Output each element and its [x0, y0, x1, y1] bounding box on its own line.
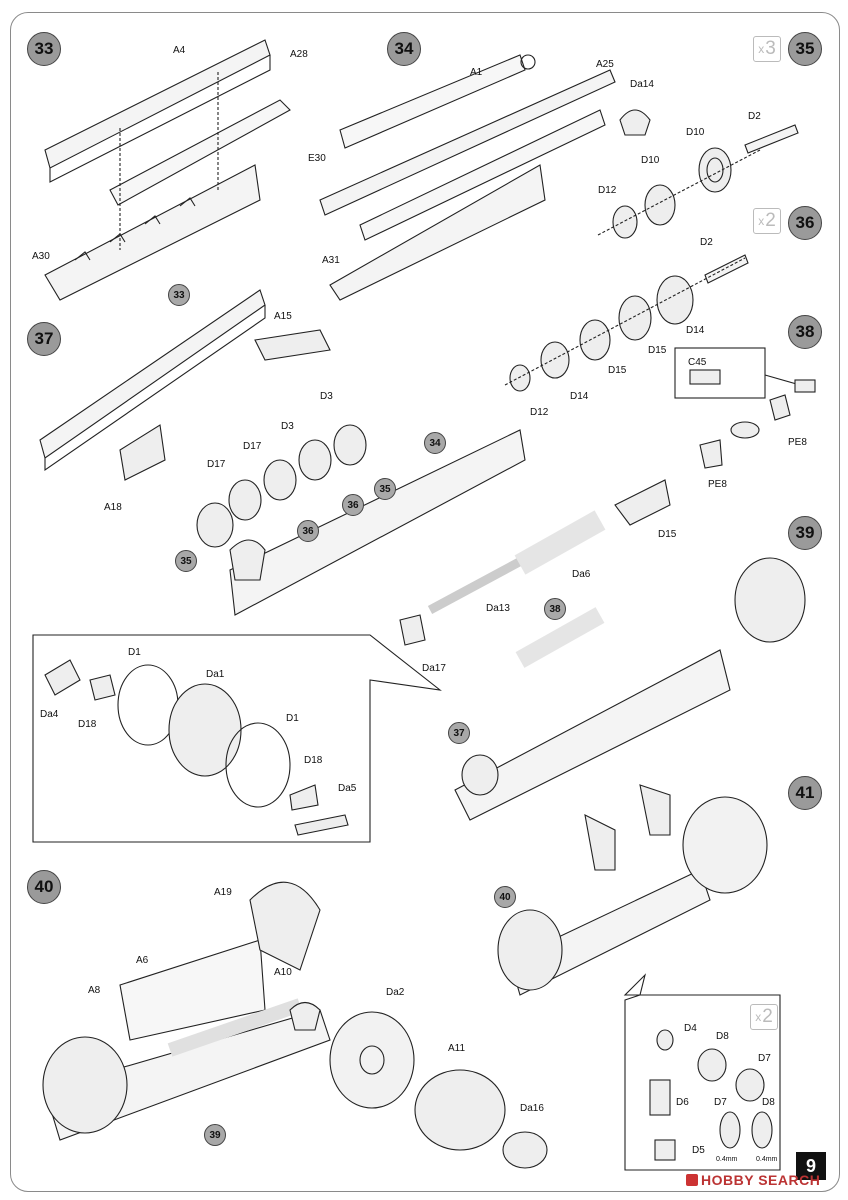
- part-label: D14: [570, 391, 589, 402]
- part-label: Da4: [40, 709, 59, 720]
- step-number-39: 39: [788, 516, 822, 550]
- hobby-search-logo-icon: [686, 1174, 698, 1186]
- step-number-37: 37: [27, 322, 61, 356]
- part-label: D1: [128, 647, 141, 658]
- part-label: D10: [686, 127, 705, 138]
- step-number-36: 36: [788, 206, 822, 240]
- part-label: E30: [308, 153, 326, 164]
- part-label: A10: [274, 967, 292, 978]
- part-label: D17: [207, 459, 226, 470]
- step41-assembly-drawing: [497, 784, 781, 1171]
- ref-step-35: 35: [175, 550, 197, 572]
- part-label: D15: [658, 529, 677, 540]
- part-label: Da5: [338, 783, 357, 794]
- watermark: HOBBY SEARCH: [686, 1172, 820, 1188]
- part-label: D15: [608, 365, 627, 376]
- ref-step-36: 36: [297, 520, 319, 542]
- part-label: PE8: [788, 437, 807, 448]
- part-label: Da1: [206, 669, 225, 680]
- ref-step-40: 40: [494, 886, 516, 908]
- part-label: A30: [32, 251, 50, 262]
- step-number-40: 40: [27, 870, 61, 904]
- step-number-34: 34: [387, 32, 421, 66]
- step40-assembly-drawing: [42, 881, 548, 1169]
- part-label: D12: [598, 185, 617, 196]
- step38-detail: [674, 347, 816, 469]
- wheel-detail-inset: [32, 634, 442, 843]
- part-label: D8: [716, 1031, 729, 1042]
- part-label: D7: [714, 1097, 727, 1108]
- step33-hull-side-drawing: [44, 39, 291, 301]
- ref-step-35: 35: [374, 478, 396, 500]
- part-label: D2: [700, 237, 713, 248]
- ref-step-33: 33: [168, 284, 190, 306]
- part-label: A28: [290, 49, 308, 60]
- page-border: [10, 12, 840, 1192]
- part-label: D18: [78, 719, 97, 730]
- part-label: C45: [688, 357, 707, 368]
- part-label: Da14: [630, 79, 654, 90]
- part-label: Da17: [422, 663, 446, 674]
- part-label: D3: [320, 391, 333, 402]
- part-label: D10: [641, 155, 660, 166]
- step39-assembly-drawing: [454, 557, 806, 821]
- part-label: A19: [214, 887, 232, 898]
- part-label: D1: [286, 713, 299, 724]
- part-label: D17: [243, 441, 262, 452]
- step-number-33: 33: [27, 32, 61, 66]
- part-label: A15: [274, 311, 292, 322]
- step-number-35: 35: [788, 32, 822, 66]
- part-label: A11: [448, 1043, 466, 1054]
- part-label: Da13: [486, 603, 510, 614]
- step35-axle-wheels: [597, 124, 799, 239]
- step34-hull-side-drawing: [319, 54, 651, 301]
- spring-assembly: [399, 479, 671, 646]
- part-label: A31: [322, 255, 340, 266]
- gap-note: 0.4mm: [756, 1156, 778, 1163]
- part-label: D14: [686, 325, 705, 336]
- part-label: PE8: [708, 479, 727, 490]
- part-label: D2: [748, 111, 761, 122]
- part-label: A6: [136, 955, 149, 966]
- part-label: A1: [470, 67, 483, 78]
- page-number: 9: [796, 1152, 826, 1180]
- part-label: A4: [173, 45, 186, 56]
- part-label: D4: [684, 1023, 697, 1034]
- part-label: D12: [530, 407, 549, 418]
- part-label: D5: [692, 1145, 705, 1156]
- part-label: D8: [762, 1097, 775, 1108]
- ref-step-39: 39: [204, 1124, 226, 1146]
- part-label: A8: [88, 985, 101, 996]
- ref-step-36: 36: [342, 494, 364, 516]
- step-number-38: 38: [788, 315, 822, 349]
- part-label: D18: [304, 755, 323, 766]
- part-label: Da16: [520, 1103, 544, 1114]
- part-label: A18: [104, 502, 122, 513]
- part-label: D15: [648, 345, 667, 356]
- ref-step-38: 38: [544, 598, 566, 620]
- step37-suspension-drawing: [39, 289, 526, 616]
- ref-step-34: 34: [424, 432, 446, 454]
- gap-note: 0.4mm: [716, 1156, 738, 1163]
- part-label: D3: [281, 421, 294, 432]
- step-number-41: 41: [788, 776, 822, 810]
- part-label: Da6: [572, 569, 591, 580]
- part-label: D7: [758, 1053, 771, 1064]
- part-label: Da2: [386, 987, 405, 998]
- step36-axle-wheels: [504, 254, 749, 392]
- ref-step-37: 37: [448, 722, 470, 744]
- part-label: D6: [676, 1097, 689, 1108]
- part-label: A25: [596, 59, 614, 70]
